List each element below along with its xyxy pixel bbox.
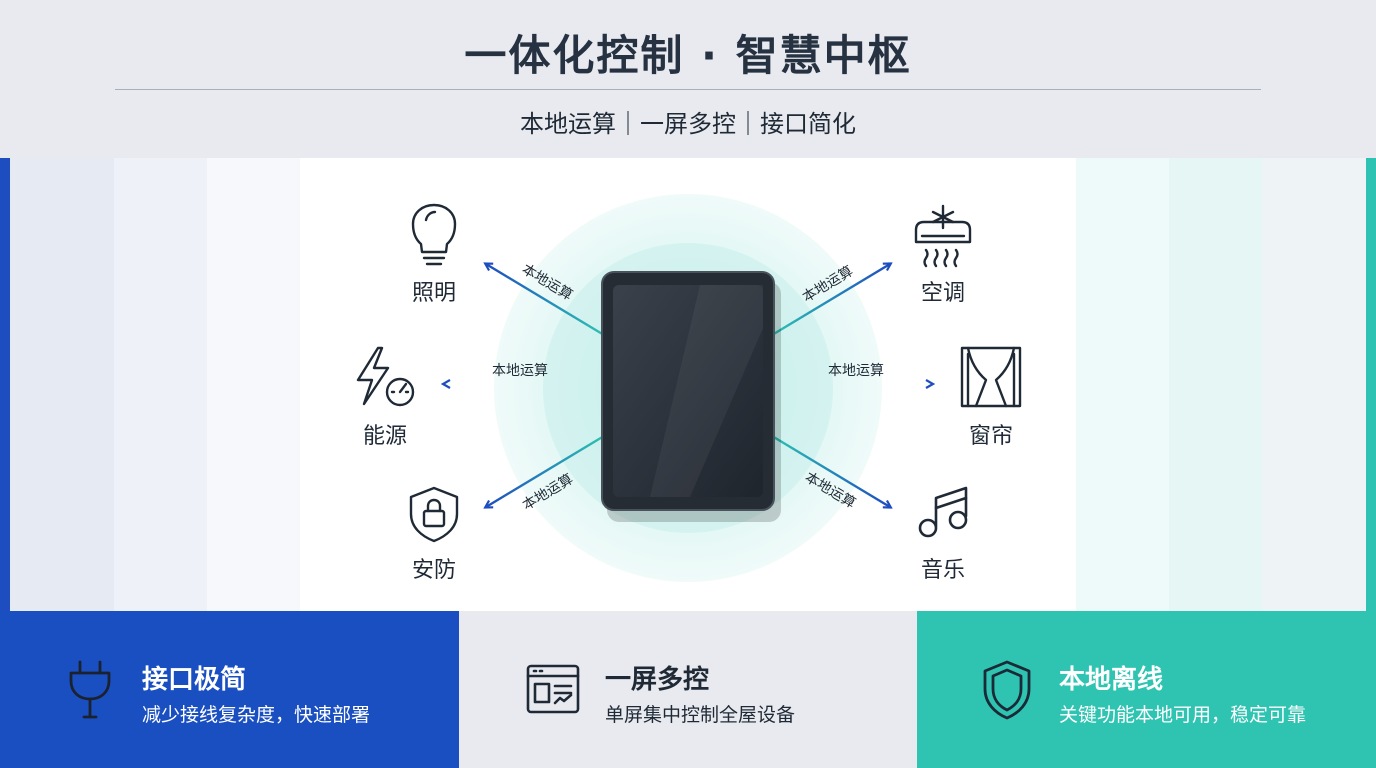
arrow-label: 本地运算	[492, 363, 548, 379]
feature-desc: 关键功能本地可用，稳定可靠	[1059, 704, 1307, 726]
feature-title: 本地离线	[1059, 665, 1164, 695]
page-title: 一体化控制 · 智慧中枢	[464, 31, 912, 80]
curtain-icon	[960, 346, 1022, 408]
feature-title: 一屏多控	[605, 665, 710, 695]
arrow-label: 本地运算	[828, 363, 884, 379]
shield-icon	[983, 660, 1031, 720]
feature-card-interface: 接口极简 减少接线复杂度，快速部署	[0, 611, 459, 768]
device-label-music: 音乐	[920, 558, 965, 583]
arrow-energy: 本地运算	[444, 363, 602, 384]
feature-cards: 接口极简 减少接线复杂度，快速部署 一屏多控 单屏集中控制全屋设备 本地离线 关…	[0, 611, 1376, 768]
title-divider	[115, 89, 1261, 90]
device-label-lighting: 照明	[411, 281, 456, 306]
device-label-energy: 能源	[362, 424, 407, 449]
page-subtitle: 本地运算｜一屏多控｜接口简化	[520, 110, 856, 138]
plug-icon	[69, 660, 111, 719]
header: 一体化控制 · 智慧中枢 本地运算｜一屏多控｜接口简化	[0, 0, 1376, 158]
diagram-stage: 本地运算 本地运算 本地运算 本地运算 本地运算 本地运算	[0, 158, 1376, 611]
device-label-aircon: 空调	[920, 281, 965, 306]
device-label-curtain: 窗帘	[968, 424, 1013, 449]
feature-card-multicontrol: 一屏多控 单屏集中控制全屋设备	[459, 611, 917, 768]
feature-desc: 减少接线复杂度，快速部署	[142, 704, 371, 726]
air-conditioner-icon	[914, 204, 972, 268]
feature-title: 接口极简	[142, 665, 247, 695]
hub-diagram: 本地运算 本地运算 本地运算 本地运算 本地运算 本地运算	[356, 194, 1022, 582]
arrow-curtain: 本地运算	[774, 363, 932, 384]
device-label-security: 安防	[411, 558, 456, 583]
music-note-icon	[918, 486, 968, 538]
energy-icon	[356, 346, 415, 407]
control-panel-tablet	[601, 271, 781, 522]
shield-lock-icon	[409, 486, 459, 543]
feature-desc: 单屏集中控制全屋设备	[605, 704, 796, 726]
dashboard-icon	[526, 664, 580, 714]
feature-card-offline: 本地离线 关键功能本地可用，稳定可靠	[917, 611, 1376, 768]
lightbulb-icon	[411, 203, 457, 266]
